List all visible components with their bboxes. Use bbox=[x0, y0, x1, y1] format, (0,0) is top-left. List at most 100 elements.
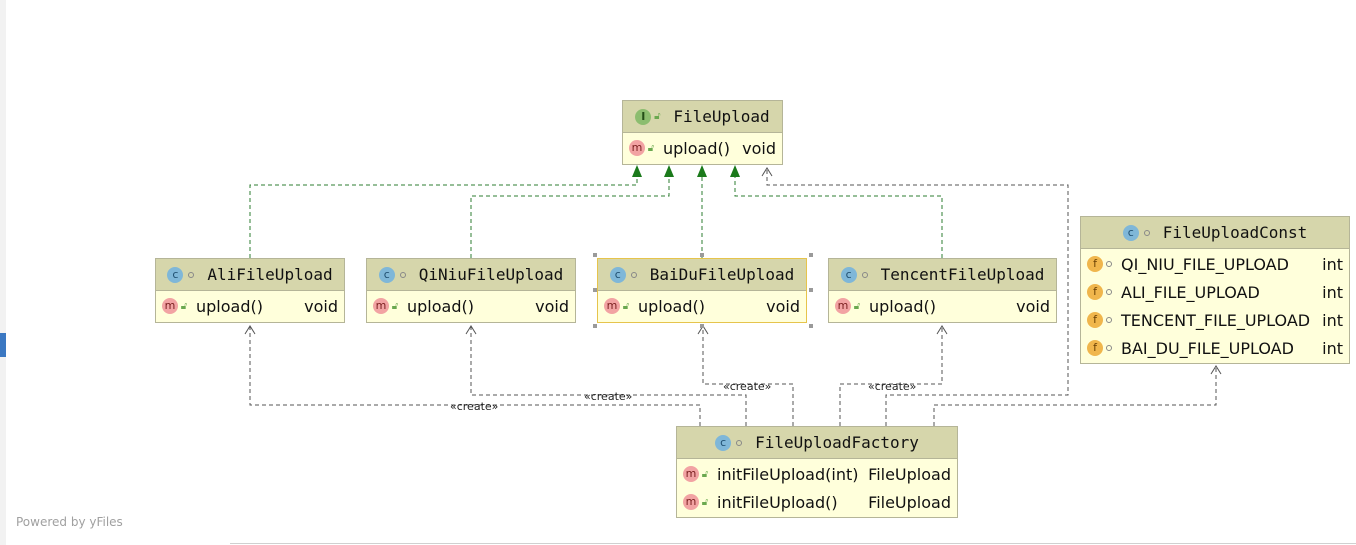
selection-handle[interactable] bbox=[593, 253, 597, 257]
class-icon: c bbox=[840, 266, 857, 283]
edge-label-create-tencent: «create» bbox=[868, 380, 917, 393]
field-name: BAI_DU_FILE_UPLOAD bbox=[1121, 338, 1294, 358]
node-header: c FileUploadConst bbox=[1081, 217, 1349, 249]
field-icon: f bbox=[1087, 284, 1103, 300]
member-name: upload() bbox=[196, 296, 263, 316]
node-title: FileUpload bbox=[673, 107, 770, 126]
member-name: upload() bbox=[663, 138, 730, 158]
node-header: c BaiDuFileUpload bbox=[598, 259, 806, 291]
edge-factory-uses-fileupload bbox=[766, 168, 1069, 426]
visibility-dot-icon bbox=[1106, 317, 1112, 323]
edge-label-create-ali: «create» bbox=[450, 400, 499, 413]
node-alifileupload[interactable]: c AliFileUpload m 🔓︎ upload() void bbox=[155, 258, 345, 323]
node-fileupload[interactable]: I 🔓︎ FileUpload m 🔓︎ upload() void bbox=[622, 100, 783, 165]
node-header: c FileUploadFactory bbox=[677, 427, 957, 459]
field-row[interactable]: f BAI_DU_FILE_UPLOAD int bbox=[1081, 334, 1349, 362]
member-row[interactable]: m 🔓︎ upload() void bbox=[598, 292, 806, 320]
node-header: c TencentFileUpload bbox=[829, 259, 1056, 291]
node-header: c QiNiuFileUpload bbox=[367, 259, 575, 291]
method-icon: m bbox=[162, 298, 178, 314]
edge-factory-creates-baidu bbox=[702, 326, 794, 426]
visibility-dot-icon bbox=[1106, 289, 1112, 295]
node-qiniufileupload[interactable]: c QiNiuFileUpload m 🔓︎ upload() void bbox=[366, 258, 576, 323]
selection-handle[interactable] bbox=[593, 288, 597, 292]
unlock-icon: 🔓︎ bbox=[853, 300, 861, 312]
method-icon: m bbox=[835, 298, 851, 314]
method-icon: m bbox=[683, 494, 699, 510]
selection-handle[interactable] bbox=[809, 288, 813, 292]
visibility-dot-icon bbox=[188, 271, 195, 278]
node-fileuploadfactory[interactable]: c FileUploadFactory m 🔓︎ initFileUpload(… bbox=[676, 426, 958, 518]
node-tencentfileupload[interactable]: c TencentFileUpload m 🔓︎ upload() void bbox=[828, 258, 1057, 323]
visibility-dot-icon bbox=[399, 271, 406, 278]
member-type: void bbox=[304, 296, 338, 316]
node-title: TencentFileUpload bbox=[880, 265, 1045, 284]
method-icon: m bbox=[683, 466, 699, 482]
edge-factory-creates-qiniu bbox=[470, 326, 747, 426]
selection-handle[interactable] bbox=[700, 324, 704, 328]
member-type: void bbox=[535, 296, 569, 316]
member-name: upload() bbox=[869, 296, 936, 316]
edge-factory-uses-const bbox=[933, 366, 1217, 426]
selection-handle[interactable] bbox=[809, 324, 813, 328]
edge-factory-creates-tencent bbox=[839, 326, 943, 426]
node-title: BaiDuFileUpload bbox=[649, 265, 795, 284]
field-icon: f bbox=[1087, 312, 1103, 328]
arrowhead-tencent bbox=[730, 165, 740, 177]
field-type: int bbox=[1322, 282, 1343, 302]
interface-icon: I bbox=[635, 108, 652, 125]
method-icon: m bbox=[629, 140, 645, 156]
visibility-dot-icon bbox=[1143, 229, 1150, 236]
node-title: FileUploadFactory bbox=[755, 433, 919, 452]
member-row[interactable]: m 🔓︎ initFileUpload(int) FileUpload bbox=[677, 460, 957, 488]
left-panel-strip bbox=[0, 0, 6, 545]
unlock-icon: 🔓︎ bbox=[622, 300, 630, 312]
unlock-icon: 🔓︎ bbox=[391, 300, 399, 312]
node-title: AliFileUpload bbox=[207, 265, 333, 284]
member-name: upload() bbox=[407, 296, 474, 316]
field-row[interactable]: f TENCENT_FILE_UPLOAD int bbox=[1081, 306, 1349, 334]
node-baidufileupload[interactable]: c BaiDuFileUpload m 🔓︎ upload() void bbox=[597, 258, 807, 323]
edge-label-create-qiniu: «create» bbox=[584, 390, 633, 403]
method-icon: m bbox=[604, 298, 620, 314]
watermark-text: Powered by yFiles bbox=[16, 515, 123, 529]
member-type: void bbox=[766, 296, 800, 316]
member-row[interactable]: m 🔓︎ upload() void bbox=[623, 134, 782, 162]
member-type: void bbox=[1016, 296, 1050, 316]
node-header: I 🔓︎ FileUpload bbox=[623, 101, 782, 133]
edge-qiniu-realizes-fileupload bbox=[470, 172, 670, 258]
member-type: FileUpload bbox=[868, 464, 951, 484]
arrowhead-qiniu bbox=[664, 165, 674, 177]
member-row[interactable]: m 🔓︎ upload() void bbox=[156, 292, 344, 320]
class-icon: c bbox=[1122, 224, 1139, 241]
node-fileuploadconst[interactable]: c FileUploadConst f QI_NIU_FILE_UPLOAD i… bbox=[1080, 216, 1350, 364]
edge-factory-creates-ali bbox=[249, 326, 701, 426]
unlock-icon: 🔓︎ bbox=[180, 300, 188, 312]
selection-handle[interactable] bbox=[593, 324, 597, 328]
visibility-dot-icon bbox=[736, 439, 743, 446]
unlock-icon: 🔓︎ bbox=[647, 142, 655, 154]
node-title: FileUploadConst bbox=[1162, 223, 1308, 242]
member-row[interactable]: m 🔓︎ upload() void bbox=[829, 292, 1056, 320]
edge-label-create-baidu: «create» bbox=[723, 380, 772, 393]
member-type: void bbox=[742, 138, 776, 158]
field-name: QI_NIU_FILE_UPLOAD bbox=[1121, 254, 1289, 274]
field-type: int bbox=[1322, 254, 1343, 274]
field-icon: f bbox=[1087, 256, 1103, 272]
canvas-bottom-border bbox=[230, 543, 1356, 544]
selection-handle[interactable] bbox=[809, 253, 813, 257]
field-name: TENCENT_FILE_UPLOAD bbox=[1121, 310, 1311, 330]
selection-handle[interactable] bbox=[700, 253, 704, 257]
field-row[interactable]: f ALI_FILE_UPLOAD int bbox=[1081, 278, 1349, 306]
member-row[interactable]: m 🔓︎ upload() void bbox=[367, 292, 575, 320]
member-row[interactable]: m 🔓︎ initFileUpload() FileUpload bbox=[677, 488, 957, 516]
field-row[interactable]: f QI_NIU_FILE_UPLOAD int bbox=[1081, 250, 1349, 278]
visibility-dot-icon bbox=[1106, 345, 1112, 351]
method-icon: m bbox=[373, 298, 389, 314]
node-title: QiNiuFileUpload bbox=[418, 265, 564, 284]
class-icon: c bbox=[378, 266, 395, 283]
member-name: initFileUpload() bbox=[717, 492, 838, 512]
unlock-icon: 🔓︎ bbox=[654, 111, 661, 122]
left-panel-marker[interactable] bbox=[0, 333, 6, 357]
